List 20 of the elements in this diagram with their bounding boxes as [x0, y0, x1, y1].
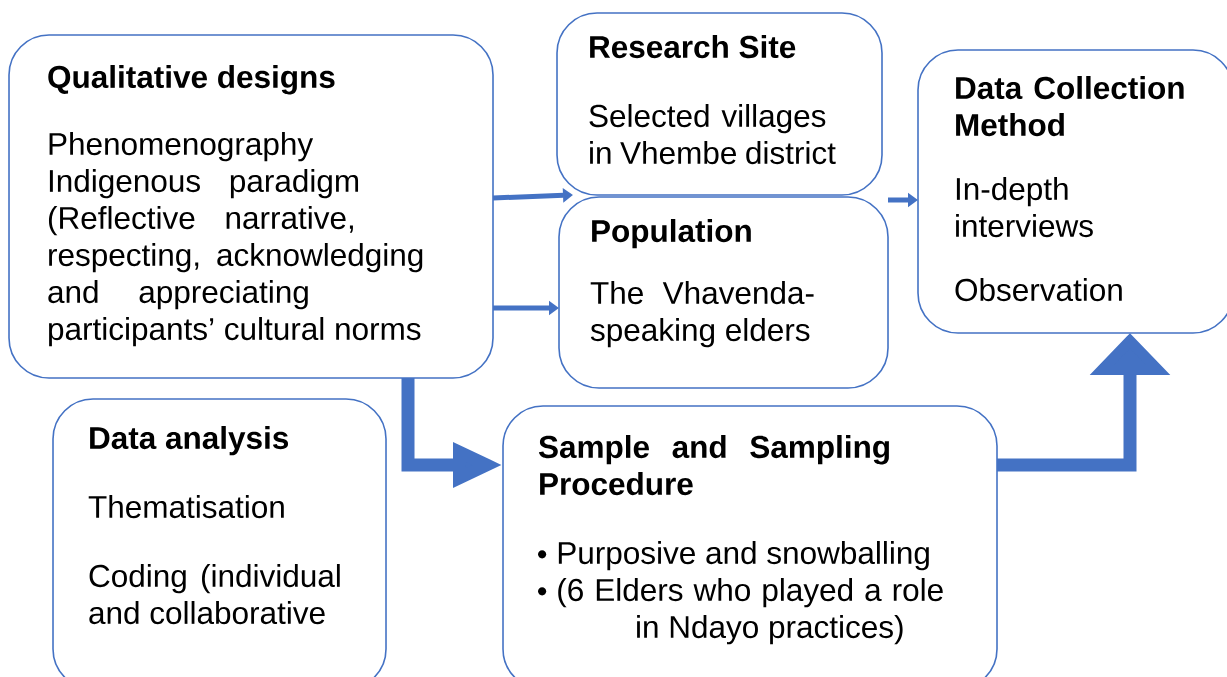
heading: Qualitative designs	[48, 65, 335, 95]
heading: Sample and Sampling Procedure	[538, 435, 889, 496]
rounded-box: Sample and Sampling Procedure Purposive and snowballing (6 Elders who played a role in Ndayo practices)	[502, 405, 998, 677]
body-text: Thematisation	[88, 495, 284, 519]
rounded-box	[52, 398, 387, 677]
rounded-box	[917, 49, 1227, 334]
body-text: Observation	[955, 278, 1122, 302]
rounded-box	[556, 12, 883, 196]
body-text: In-depth interviews	[956, 177, 1093, 238]
heading: Research Site	[590, 35, 796, 59]
body-text: Selected villages in Vhembe district	[589, 104, 836, 165]
body-text: Indigenous paradigm (Reflective narrative, respecting, acknowledging and appreciating participants’ cultural norms	[48, 169, 423, 347]
body-text: Coding (individual and collaborative	[89, 564, 340, 625]
rounded-box	[8, 34, 494, 379]
body-text: Phenomenography	[49, 132, 314, 162]
heading: Data analysis	[90, 426, 289, 456]
heading: Population	[592, 219, 751, 249]
rounded-box	[558, 196, 889, 389]
heading: Data Collection Method	[956, 76, 1184, 137]
body-text: The Vhavenda-speaking elders	[590, 281, 814, 348]
